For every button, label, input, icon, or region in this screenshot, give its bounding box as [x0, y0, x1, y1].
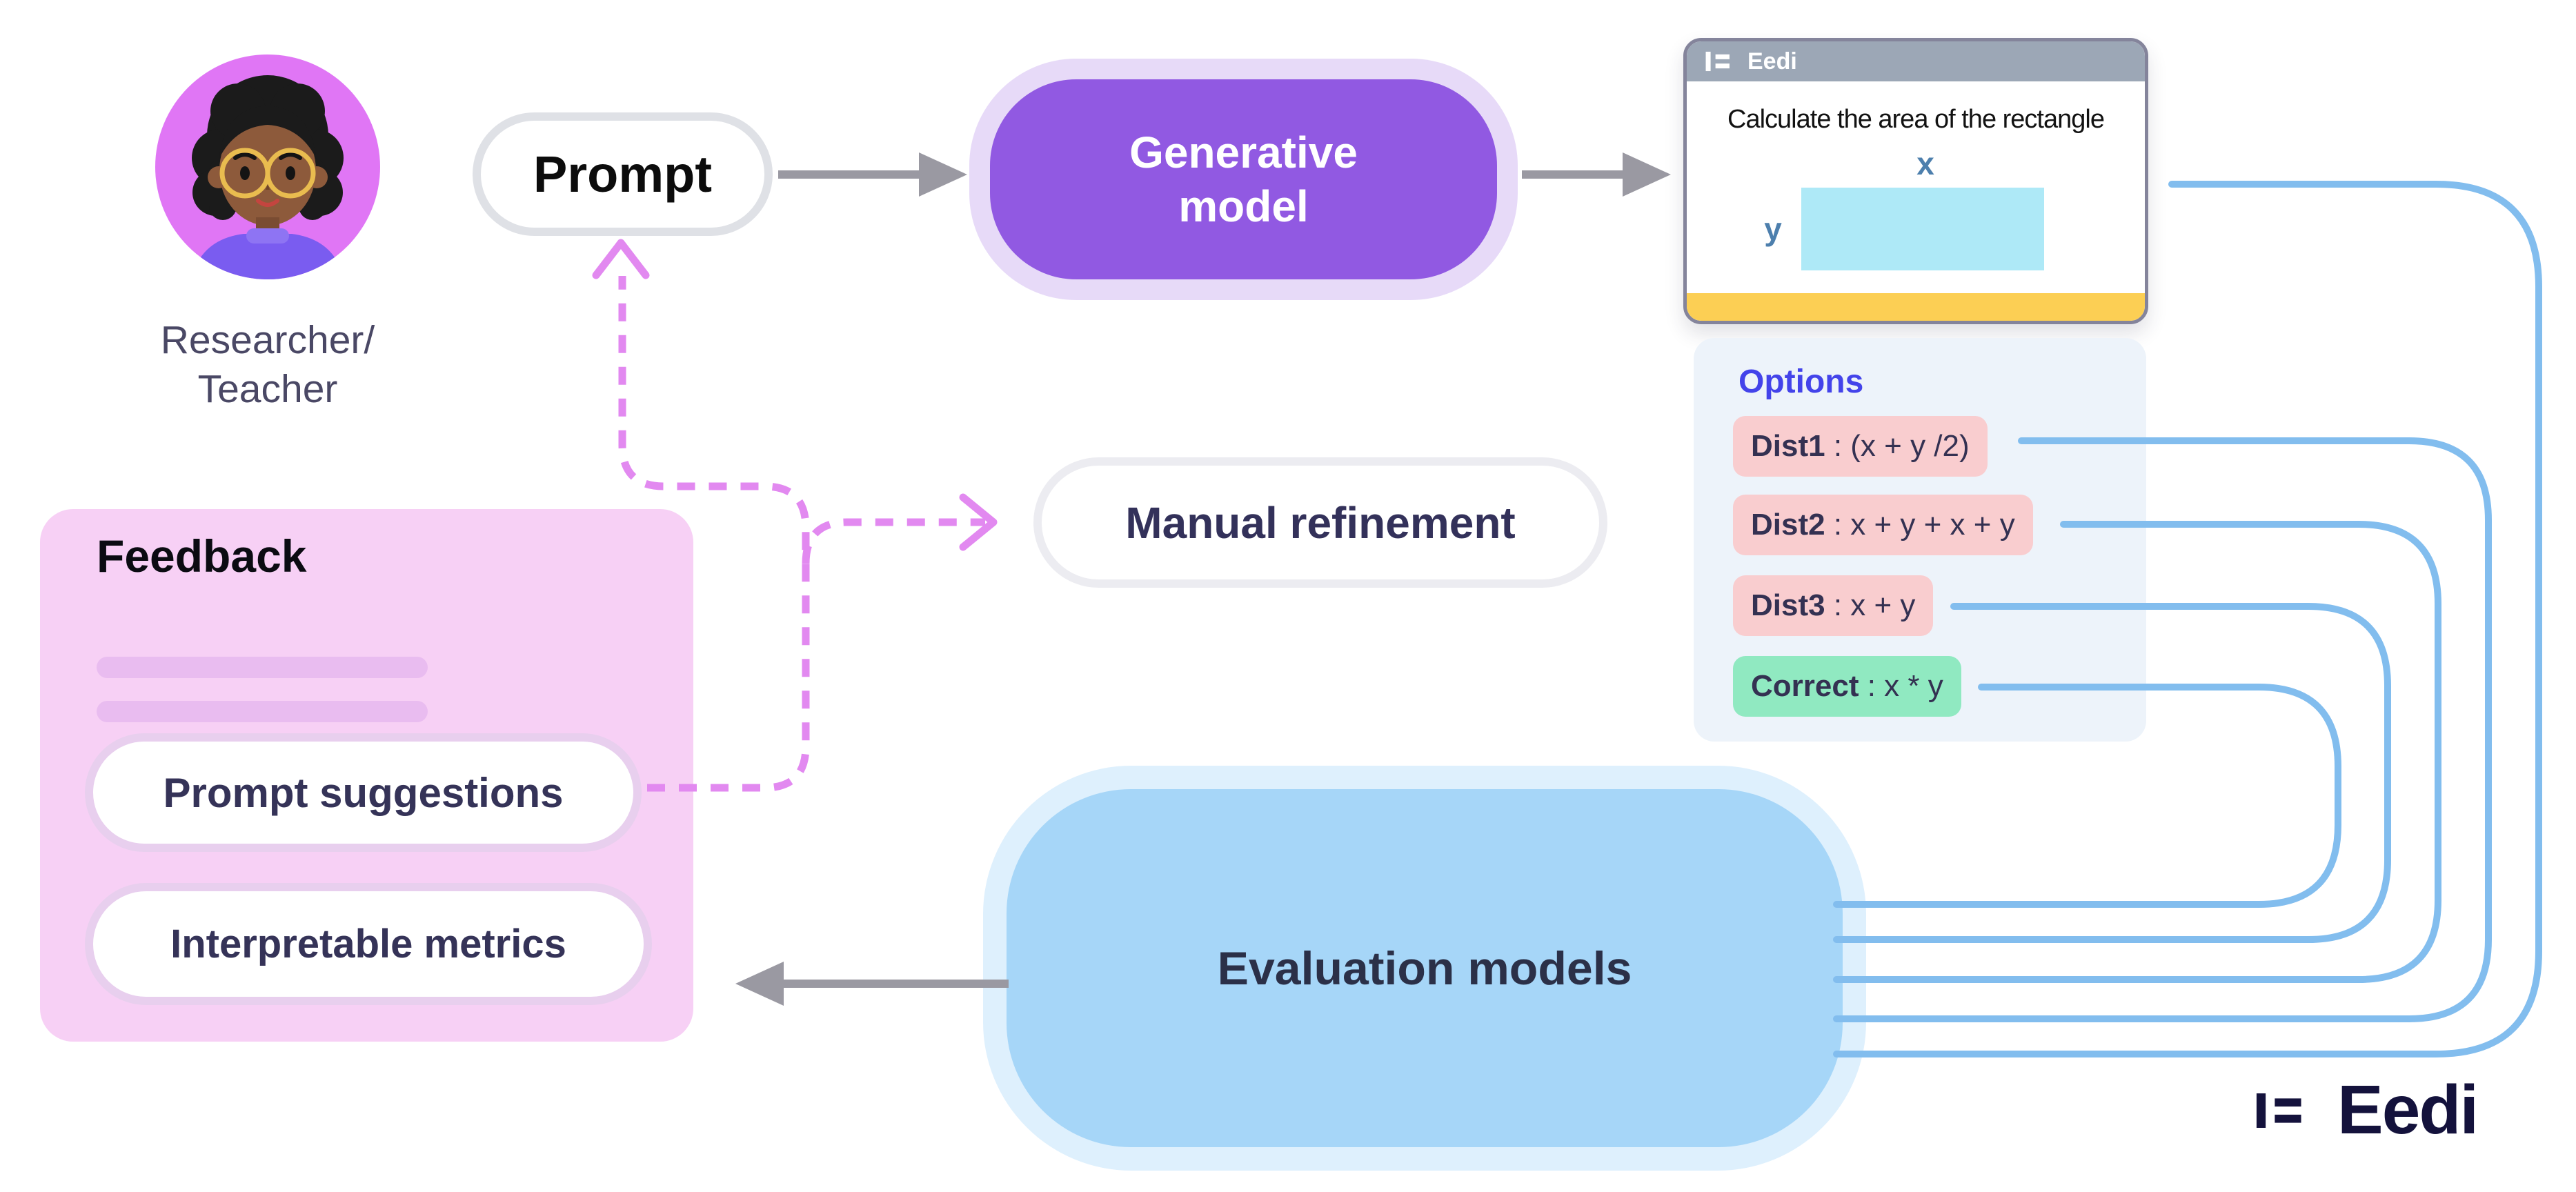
rectangle-shape — [1801, 188, 2044, 270]
question-card-brand: Eedi — [1747, 48, 1797, 74]
smile-icon — [256, 199, 279, 207]
question-card-header: Eedi — [1687, 41, 2145, 81]
question-card: Eedi Calculate the area of the rectangle… — [1683, 38, 2148, 324]
manual-refinement-node: Manual refinement — [1033, 457, 1607, 588]
sweater-icon — [191, 234, 344, 279]
researcher-teacher-label: Researcher/ Teacher — [95, 316, 440, 414]
eyebrow-icon — [233, 152, 257, 160]
eyebrow-icon — [279, 152, 302, 160]
option-dist2-label: Dist2 — [1751, 508, 1825, 542]
option-correct-expression: : x * y — [1859, 669, 1943, 703]
prompt-node: Prompt — [473, 112, 773, 236]
fringe-icon — [219, 106, 316, 158]
feedback-skeleton-bar — [97, 701, 428, 722]
prompt-node-label: Prompt — [533, 146, 712, 203]
sweater-collar-icon — [246, 228, 289, 244]
researcher-label-line1: Researcher/ — [160, 318, 375, 362]
researcher-avatar — [155, 54, 380, 279]
feedback-skeleton-bar — [97, 657, 428, 678]
option-dist3: Dist3 : x + y — [1733, 575, 1934, 636]
eye-icon — [286, 166, 295, 180]
generative-model-label-line2: model — [1178, 181, 1309, 231]
manual-refinement-label: Manual refinement — [1125, 497, 1516, 548]
rectangle-y-label: y — [1764, 211, 1782, 247]
options-title: Options — [1738, 364, 1864, 400]
evaluation-models-glow: Evaluation models — [983, 766, 1866, 1171]
nose-icon — [266, 184, 270, 190]
arrow-evaluation-to-feedback — [735, 962, 1009, 1006]
option-dist2: Dist2 : x + y + x + y — [1733, 495, 2033, 555]
feedback-panel: Feedback Prompt suggestions Interpretabl… — [40, 509, 693, 1042]
option-dist1: Dist1 : (x + y /2) — [1733, 416, 1988, 477]
option-dist1-label: Dist1 — [1751, 429, 1825, 463]
evaluation-models-label: Evaluation models — [1217, 942, 1632, 995]
generative-model-label-line1: Generative — [1129, 128, 1358, 177]
generative-model-node: Generative model — [990, 79, 1497, 279]
arrow-prompt-to-generative — [778, 152, 967, 197]
question-text: Calculate the area of the rectangle — [1727, 105, 2105, 134]
options-panel: Options Dist1 : (x + y /2) Dist2 : x + y… — [1694, 338, 2146, 742]
question-card-footer — [1687, 293, 2145, 321]
option-correct: Correct : x * y — [1733, 656, 1961, 717]
arrow-generative-to-card — [1522, 152, 1671, 197]
rectangle-x-label: x — [1916, 146, 1934, 181]
option-dist2-expression: : x + y + x + y — [1825, 508, 2015, 542]
eye-icon — [240, 166, 250, 180]
feedback-title: Feedback — [97, 530, 307, 582]
option-dist1-expression: : (x + y /2) — [1825, 429, 1970, 463]
glasses-icon — [219, 148, 316, 199]
interpretable-metrics-pill: Interpretable metrics — [85, 883, 652, 1005]
researcher-label-line2: Teacher — [197, 367, 338, 411]
prompt-suggestions-pill: Prompt suggestions — [85, 733, 642, 852]
evaluation-models-node: Evaluation models — [1007, 789, 1843, 1147]
dashed-arrow-to-manual-refinement — [802, 493, 998, 564]
eedi-brand-name: Eedi — [2337, 1071, 2479, 1149]
prompt-suggestions-label: Prompt suggestions — [163, 769, 564, 816]
interpretable-metrics-label: Interpretable metrics — [170, 922, 566, 966]
generative-model-glow: Generative model — [969, 59, 1518, 300]
option-dist3-expression: : x + y — [1825, 588, 1916, 622]
eedi-logomark-icon — [1705, 51, 1730, 72]
eedi-brand-logo: Eedi — [2255, 1071, 2479, 1150]
eedi-logomark-icon — [2256, 1093, 2301, 1128]
option-correct-label: Correct — [1751, 669, 1859, 703]
option-dist3-label: Dist3 — [1751, 588, 1825, 622]
